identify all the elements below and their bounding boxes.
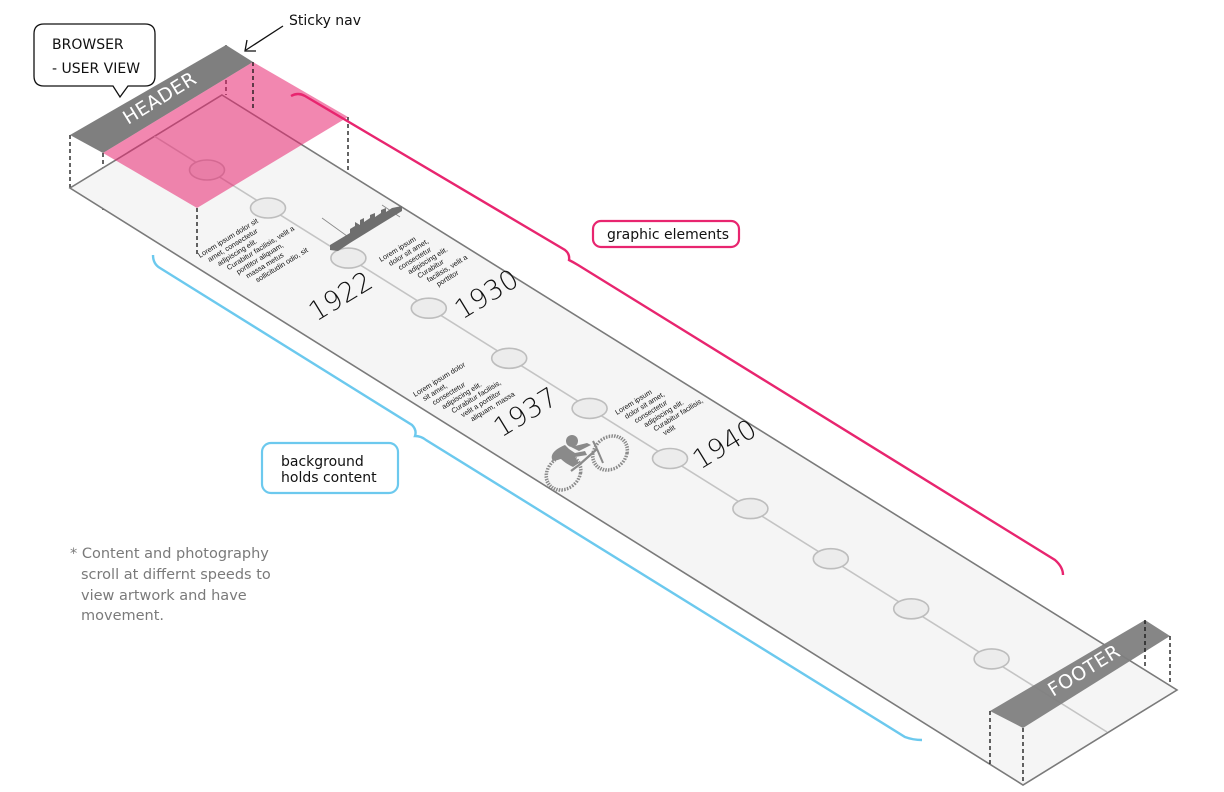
background-callout: background holds content: [260, 441, 400, 495]
arrowhead-icon: [244, 39, 256, 52]
timeline-node: [892, 597, 930, 620]
background-bracket: [151, 254, 923, 742]
footer-band: [990, 620, 1170, 728]
timeline-node: [571, 397, 608, 420]
timeline-node: [249, 197, 287, 219]
timeline-node: [651, 447, 689, 470]
footnote-line-1: * Content and photography: [70, 546, 269, 562]
header-band: [70, 45, 253, 153]
browser-callout-line-2: - USER VIEW: [52, 61, 140, 77]
timeline-nodes: [188, 159, 1010, 670]
graphic-elements-callout: graphic elements: [591, 219, 741, 249]
footnote: * Content and photography scroll at diff…: [70, 546, 271, 624]
background-label-line-2: holds content: [281, 470, 377, 486]
timeline-node: [490, 347, 528, 370]
graphic-layer-overlay: [103, 62, 348, 208]
cyclist-icon: [544, 434, 630, 492]
timeline-line: [145, 130, 1108, 733]
footnote-line-2: scroll at differnt speeds to: [81, 567, 271, 583]
graphic-elements-label: graphic elements: [607, 227, 729, 243]
background-label-line-1: background: [281, 454, 364, 470]
timeline-node: [732, 497, 769, 520]
browser-user-view-callout: BROWSER - USER VIEW: [33, 23, 156, 99]
graphic-elements-bracket: [290, 92, 1065, 576]
browser-callout-line-1: BROWSER: [52, 37, 124, 53]
sticky-nav-label: Sticky nav: [289, 13, 361, 29]
ship-icon: [321, 204, 402, 251]
arrow-icon: [245, 25, 284, 51]
footnote-line-3: view artwork and have: [81, 588, 247, 604]
footnote-line-4: movement.: [81, 608, 164, 624]
timeline-node: [410, 297, 448, 320]
sticky-nav-annotation: Sticky nav: [244, 13, 361, 52]
timeline-node: [812, 547, 850, 570]
footer-depth-lines: [989, 620, 1171, 784]
timeline-node: [973, 648, 1010, 670]
overlay-depth-lines: [196, 62, 349, 255]
timeline-node: [330, 247, 367, 269]
background-plane: [68, 94, 1179, 786]
